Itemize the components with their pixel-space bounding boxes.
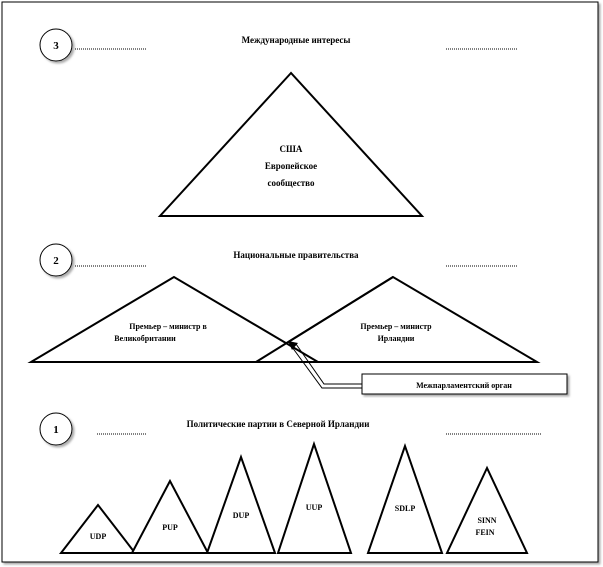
level-2-circle: [39, 243, 73, 277]
party-sdlp-triangle: [366, 442, 444, 554]
ireland-pm-line-2: Ирландии: [378, 334, 415, 343]
level-3-number: 3: [53, 40, 59, 52]
level-1-circle: [39, 412, 73, 446]
callout-arrow: [291, 346, 362, 389]
party-udp-triangle: [58, 503, 138, 554]
party-pup-label: PUP: [162, 523, 178, 532]
interparliamentary-box: [361, 373, 568, 395]
party-sinn-fein-triangle: [445, 465, 529, 554]
party-sdlp-label: SDLP: [395, 504, 416, 513]
level-1-number: 1: [53, 424, 59, 436]
level-3-circle: [39, 28, 73, 62]
level-3: 3 Международные интересы США Европейское…: [39, 28, 518, 217]
callout-arrow-outline: [295, 343, 362, 385]
party-udp-label: UDP: [90, 532, 107, 541]
ireland-triangle-edge: [255, 276, 394, 363]
uk-pm-line-1: Премьер – министр в: [129, 322, 207, 331]
level-1: 1 Политические партии в Северной Ирланди…: [39, 412, 541, 554]
level-2-number: 2: [53, 255, 59, 267]
ireland-pm-line-1: Премьер – министр: [360, 322, 432, 331]
level-2: 2 Национальные правительства Премьер – м…: [27, 243, 568, 395]
triangle-line-2: Европейское: [265, 161, 317, 171]
callout-arrowhead: [288, 341, 298, 350]
uk-pm-line-2: Великобритании: [114, 334, 176, 343]
party-fein-label: FEIN: [475, 528, 494, 537]
triangle-line-1: США: [280, 144, 303, 154]
party-pup-triangle: [130, 478, 210, 554]
triangle-line-3: сообщество: [268, 178, 315, 188]
level-2-heading: Национальные правительства: [233, 250, 359, 260]
party-dup-label: DUP: [233, 511, 250, 520]
party-uup-label: UUP: [306, 503, 323, 512]
party-sinn-label: SINN: [477, 516, 496, 525]
uk-triangle: [27, 275, 322, 363]
party-dup-triangle: [205, 454, 277, 554]
international-triangle: [157, 71, 425, 217]
party-uup-triangle: [276, 440, 353, 554]
level-3-heading: Международные интересы: [242, 35, 351, 45]
level-1-heading: Политические партии в Северной Ирландии: [187, 419, 370, 429]
interparliamentary-label: Межпарламентский орган: [416, 381, 512, 390]
